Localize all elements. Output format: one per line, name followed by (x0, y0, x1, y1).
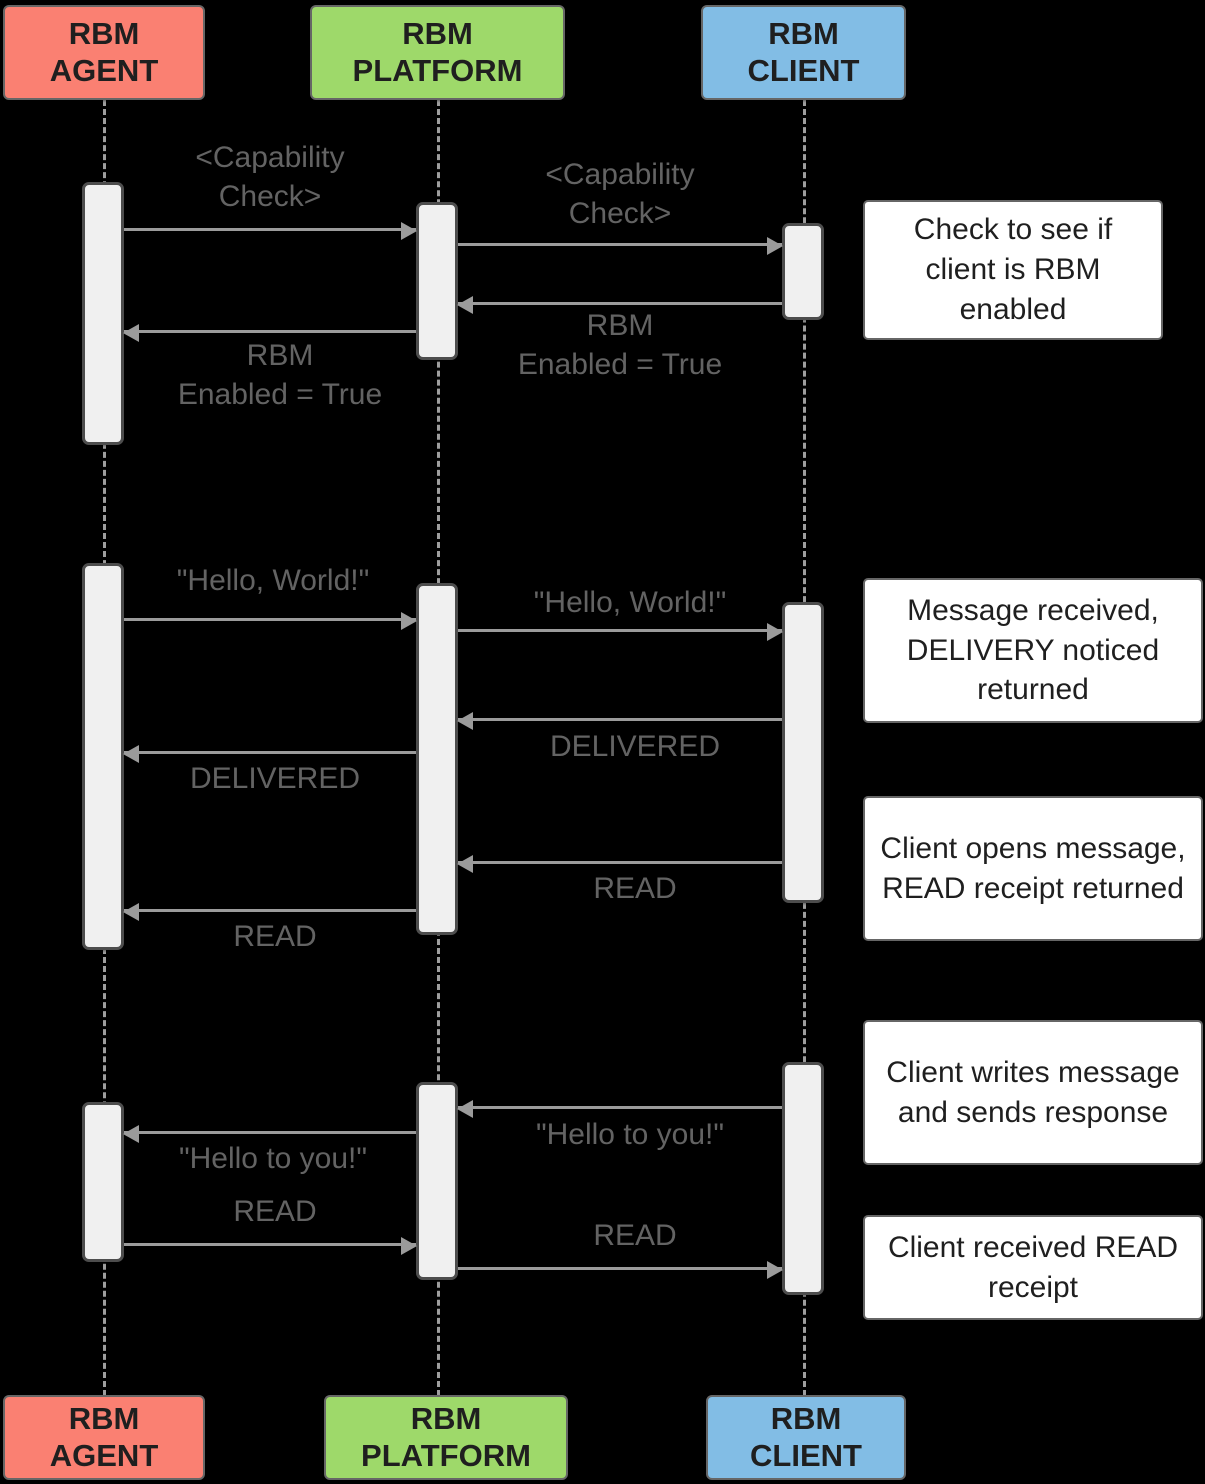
arrowhead-icon (401, 222, 417, 240)
participant-footer-platform[interactable]: RBM PLATFORM (324, 1395, 568, 1480)
participant-footer-agent-line1: RBM (68, 1400, 140, 1436)
message-label-delivered-1: DELIVERED (549, 730, 721, 763)
arrowhead-icon (401, 1237, 417, 1255)
note-client-received-read-receipt: Client received READ receipt (863, 1215, 1203, 1320)
note-check-rbm-enabled: Check to see if client is RBM enabled (863, 200, 1163, 340)
message-label-rbm-enabled-2: RBM Enabled = True (177, 339, 383, 411)
activation-client-3[interactable] (782, 1062, 824, 1295)
message-label-read-2: READ (233, 920, 317, 953)
note-text: Message received, DELIVERY noticed retur… (906, 593, 1160, 707)
message-arrow-capability-check-1 (124, 222, 417, 240)
message-label-read-1: READ (593, 872, 677, 905)
note-client-opens-message: Client opens message, READ receipt retur… (863, 796, 1203, 941)
message-arrow-hello-world-1 (124, 612, 417, 630)
arrowhead-icon (767, 1261, 783, 1279)
arrowhead-icon (123, 745, 139, 763)
arrowhead-icon (767, 623, 783, 641)
message-label-capability-check-2: <Capability Check> (545, 158, 695, 230)
message-arrow-read-4 (458, 1261, 783, 1279)
activation-platform-2[interactable] (416, 583, 458, 935)
message-label-read-3: READ (233, 1195, 317, 1228)
message-arrow-hello-to-you-2 (123, 1125, 416, 1143)
message-label-read-4: READ (593, 1219, 677, 1252)
message-arrow-read-1 (457, 855, 782, 873)
activation-agent-3[interactable] (82, 1102, 124, 1262)
arrowhead-icon (457, 855, 473, 873)
participant-header-client[interactable]: RBM CLIENT (701, 5, 906, 100)
note-text: Check to see if client is RBM enabled (913, 213, 1113, 326)
message-label-delivered-2: DELIVERED (189, 762, 361, 795)
activation-agent-2[interactable] (82, 563, 124, 950)
message-label-hello-world-2: "Hello, World!" (533, 586, 727, 619)
participant-footer-platform-line2: PLATFORM (361, 1437, 531, 1473)
note-text: Client writes message and sends response (886, 1055, 1180, 1129)
activation-platform-1[interactable] (416, 202, 458, 360)
activation-client-2[interactable] (782, 602, 824, 903)
arrowhead-icon (123, 1125, 139, 1143)
participant-client-line2: CLIENT (747, 52, 860, 88)
participant-footer-agent-line2: AGENT (49, 1437, 159, 1473)
message-arrow-read-2 (123, 903, 416, 921)
arrowhead-icon (457, 712, 473, 730)
arrowhead-icon (401, 612, 417, 630)
message-arrow-delivered-2 (123, 745, 416, 763)
message-label-capability-check-1: <Capability Check> (195, 141, 345, 213)
arrowhead-icon (767, 237, 783, 255)
arrowhead-icon (123, 903, 139, 921)
participant-header-agent[interactable]: RBM AGENT (3, 5, 205, 100)
message-arrow-rbm-enabled-2 (123, 324, 416, 342)
activation-agent-1[interactable] (82, 182, 124, 445)
participant-footer-client-line2: CLIENT (750, 1437, 862, 1473)
participant-platform-line1: RBM (402, 15, 473, 51)
message-arrow-capability-check-2 (458, 237, 783, 255)
message-arrow-delivered-1 (457, 712, 782, 730)
participant-footer-platform-line1: RBM (410, 1400, 482, 1436)
message-label-hello-world-1: "Hello, World!" (176, 564, 370, 597)
participant-footer-agent[interactable]: RBM AGENT (3, 1395, 205, 1480)
note-client-writes-message: Client writes message and sends response (863, 1020, 1203, 1165)
message-arrow-hello-world-2 (458, 623, 783, 641)
note-text: Client received READ receipt (887, 1230, 1179, 1304)
arrowhead-icon (123, 324, 139, 342)
participant-agent-line2: AGENT (49, 52, 159, 88)
message-arrow-read-3 (124, 1237, 417, 1255)
arrowhead-icon (457, 1100, 473, 1118)
participant-footer-client[interactable]: RBM CLIENT (706, 1395, 906, 1480)
message-label-hello-to-you-1: "Hello to you!" (535, 1118, 725, 1151)
note-text: Client opens message, READ receipt retur… (880, 831, 1186, 905)
note-message-received: Message received, DELIVERY noticed retur… (863, 578, 1203, 723)
participant-header-platform[interactable]: RBM PLATFORM (310, 5, 565, 100)
message-arrow-rbm-enabled-1 (457, 296, 782, 314)
participant-footer-client-line1: RBM (770, 1400, 842, 1436)
message-arrow-hello-to-you-1 (457, 1100, 782, 1118)
activation-platform-3[interactable] (416, 1082, 458, 1280)
activation-client-1[interactable] (782, 223, 824, 320)
participant-platform-line2: PLATFORM (352, 52, 523, 88)
message-label-hello-to-you-2: "Hello to you!" (178, 1142, 368, 1175)
participant-client-line1: RBM (768, 15, 839, 51)
participant-agent-line1: RBM (68, 15, 140, 51)
arrowhead-icon (457, 296, 473, 314)
message-label-rbm-enabled-1: RBM Enabled = True (517, 309, 723, 381)
